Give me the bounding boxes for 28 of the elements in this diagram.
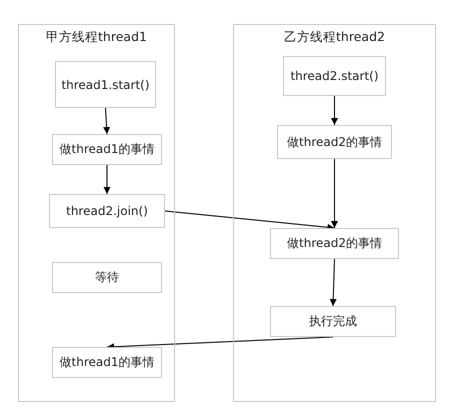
arrow [330, 258, 337, 306]
lane-title: 乙方线程thread2 [283, 29, 386, 46]
process-box [270, 306, 396, 337]
step-label: thread2.join() [66, 204, 148, 218]
step-label: 做thread2的事情 [287, 235, 382, 252]
process-box [52, 262, 162, 293]
process-box [52, 347, 162, 378]
step-label: 等待 [95, 269, 119, 286]
step-label: 做thread1的事情 [60, 141, 154, 158]
step-label: thread1.start() [61, 78, 150, 92]
process-box [55, 61, 156, 108]
arrow [331, 158, 338, 228]
process-box [49, 194, 165, 228]
step-label: 做thread2的事情 [287, 134, 382, 150]
step-label: 做thread1的事情 [60, 354, 154, 371]
step-label: 执行完成 [309, 313, 357, 330]
process-box [277, 125, 392, 159]
arrow [331, 96, 338, 126]
process-box [283, 56, 386, 96]
thread-lane [18, 24, 175, 402]
step-label: thread2.start() [290, 69, 379, 83]
thread-lane [233, 24, 436, 402]
lane-title: 甲方线程thread1 [45, 29, 148, 46]
arrow [103, 108, 110, 134]
process-box [52, 134, 162, 165]
process-box [270, 228, 399, 259]
arrow [164, 210, 335, 231]
arrow [104, 164, 110, 194]
